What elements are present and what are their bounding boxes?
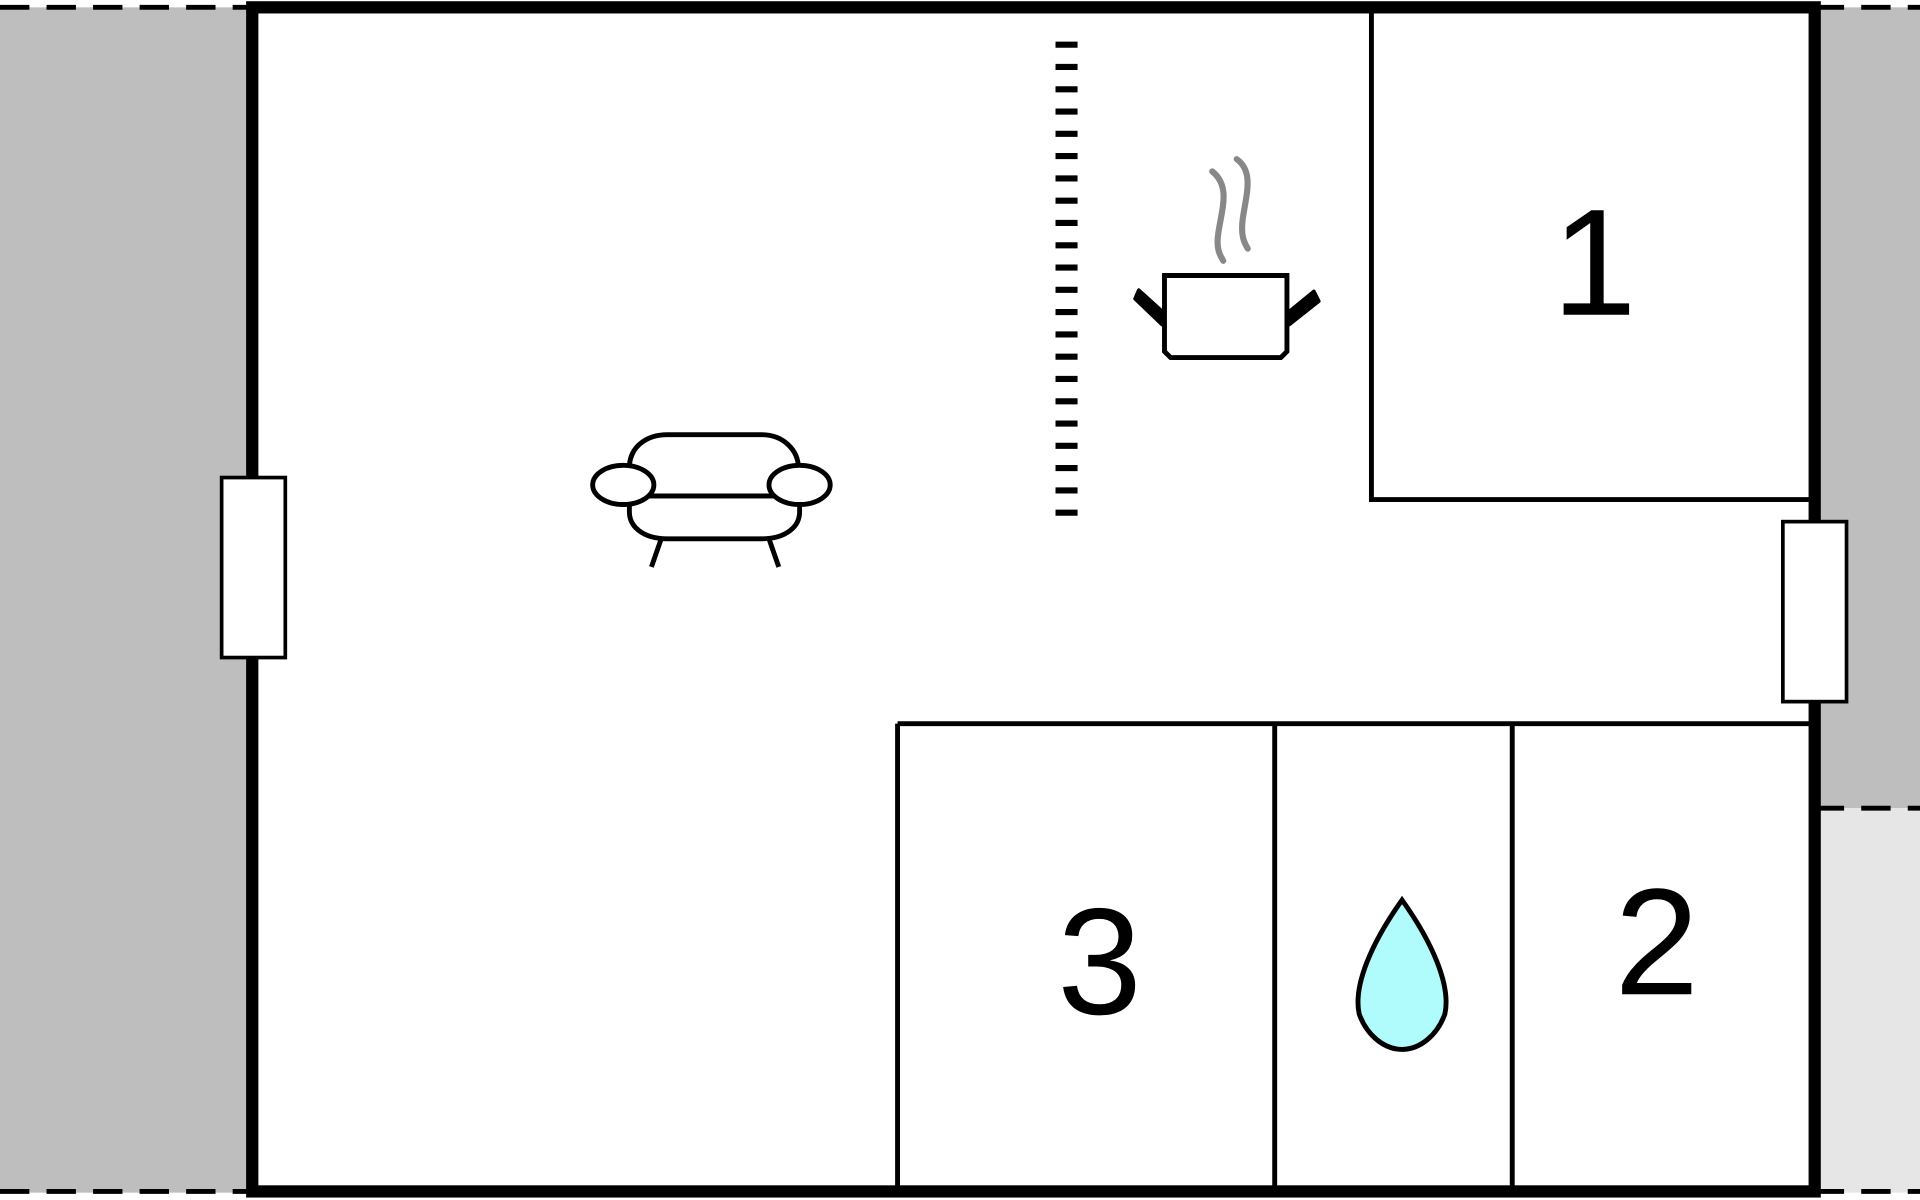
room-label-1: 1 <box>1552 179 1636 348</box>
outer-wall <box>246 1 1821 1198</box>
window-icon <box>1781 519 1849 704</box>
window-icon <box>219 475 288 660</box>
room-label-2: 2 <box>1615 858 1699 1027</box>
sofa-icon <box>590 432 833 568</box>
property-boundary <box>0 4 1920 1194</box>
exterior-left <box>0 7 253 1193</box>
cooking-pot-icon <box>1133 156 1321 360</box>
water-drop-icon <box>1355 895 1449 1052</box>
interior-walls <box>895 7 1813 1192</box>
exterior-right-lower <box>1814 808 1920 1193</box>
room-label-3: 3 <box>1057 878 1141 1047</box>
